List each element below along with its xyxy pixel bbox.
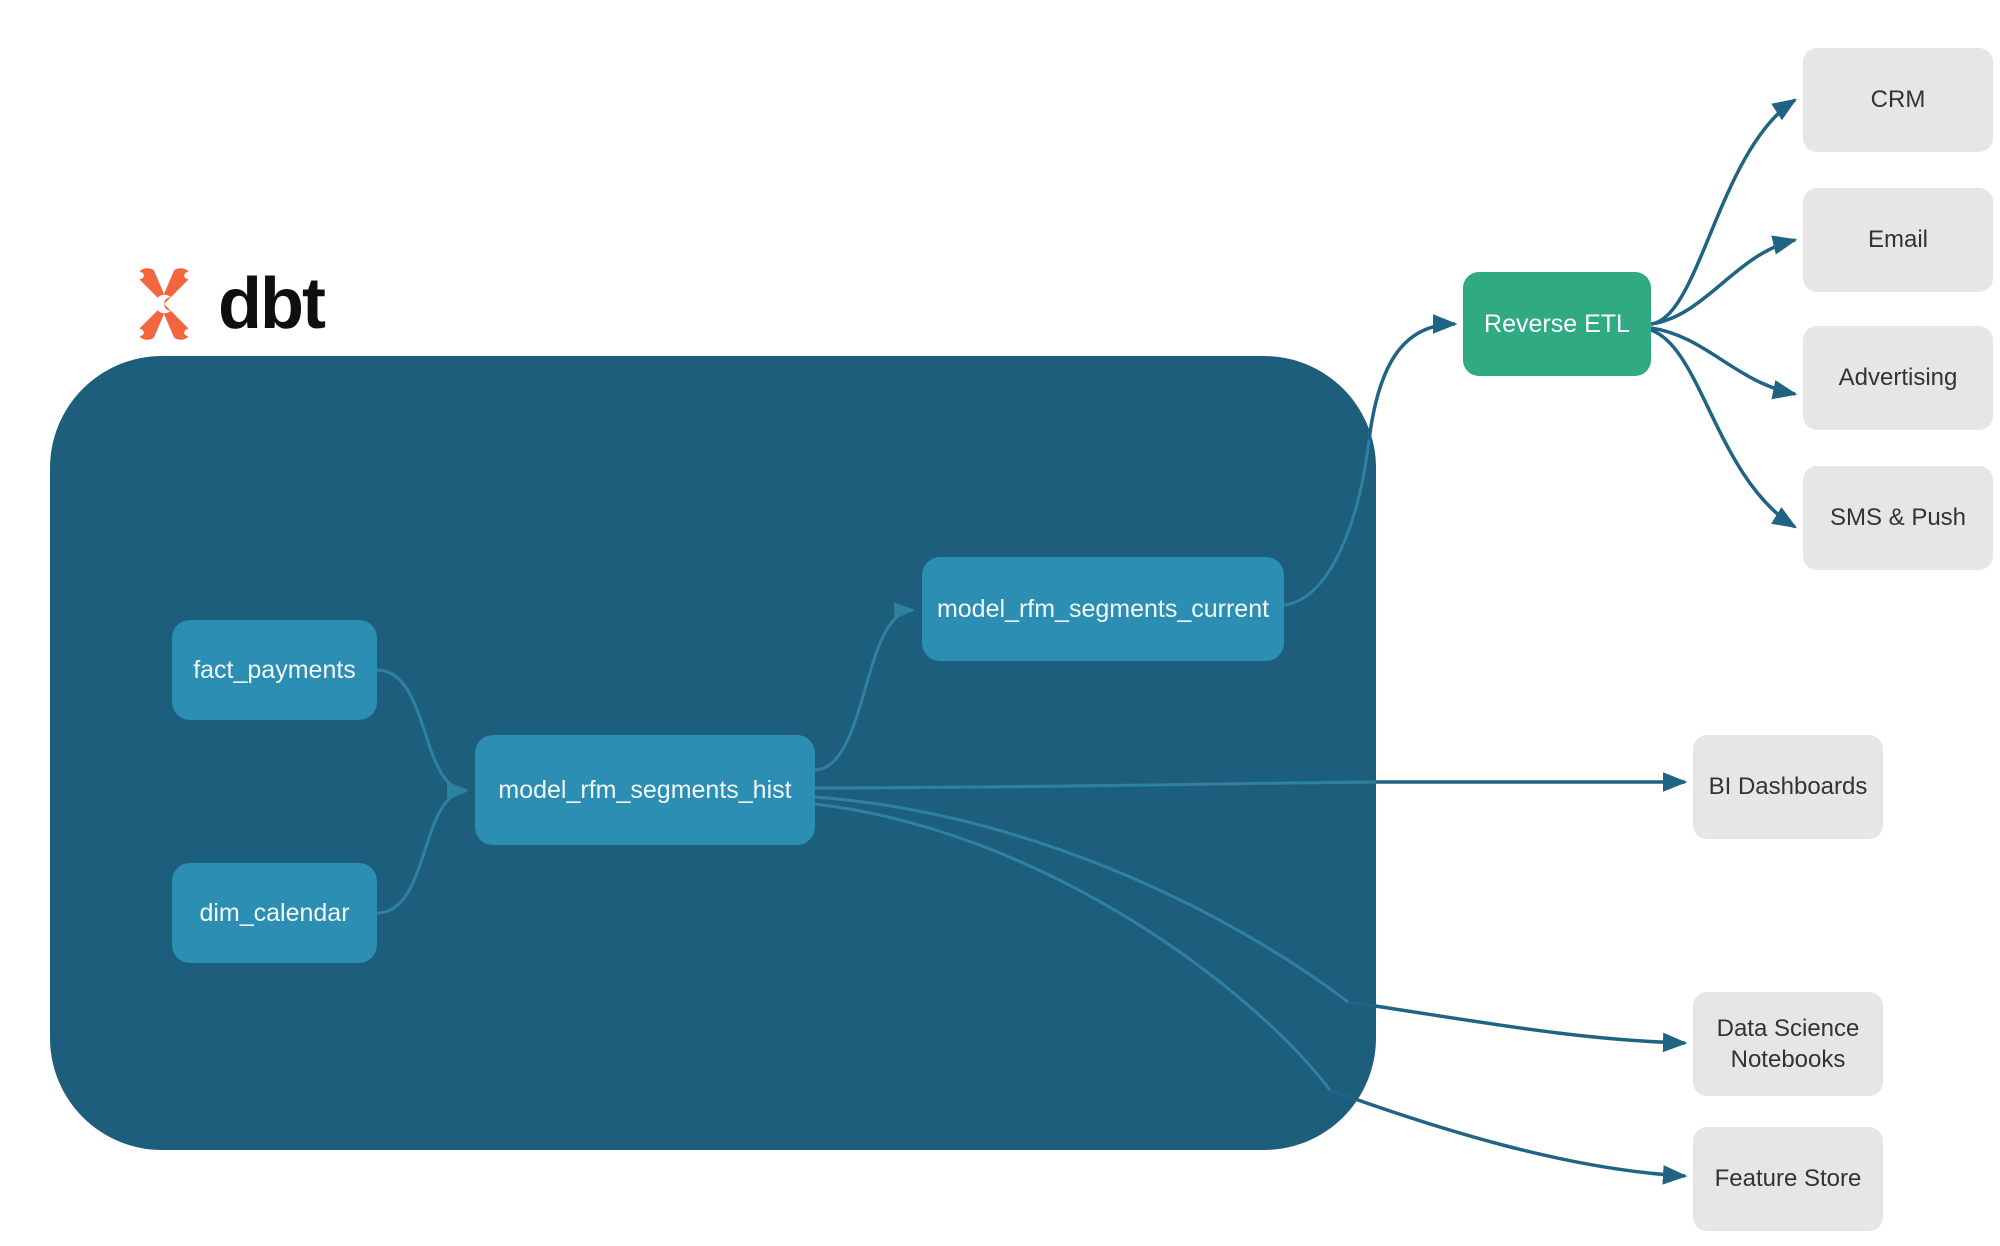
consumer-node-data-science-notebooks[interactable]: Data Science Notebooks <box>1693 992 1883 1096</box>
model-node-label: fact_payments <box>193 655 356 684</box>
edge-reverse-etl-to-crm <box>1650 98 1798 326</box>
model-node-model-rfm-segments-current[interactable]: model_rfm_segments_current <box>922 557 1284 661</box>
edge-reverse-etl-to-advertising <box>1650 326 1798 400</box>
destination-label: SMS & Push <box>1829 504 1967 532</box>
edge-reverse-etl-to-sms-push <box>1650 328 1798 529</box>
destination-node-crm[interactable]: CRM <box>1803 48 1993 152</box>
consumer-label-line1: Data Science <box>1716 1014 1860 1042</box>
consumer-label: Feature Store <box>1714 1165 1862 1193</box>
edge-to-ds-notebooks <box>1347 1000 1688 1053</box>
consumer-node-feature-store[interactable]: Feature Store <box>1693 1127 1883 1231</box>
consumer-label-line2: Notebooks <box>1730 1046 1846 1073</box>
model-node-label: dim_calendar <box>199 898 350 927</box>
dbt-logo: dbt <box>122 258 352 350</box>
destination-node-advertising[interactable]: Advertising <box>1803 326 1993 430</box>
destination-node-sms-push[interactable]: SMS & Push <box>1803 466 1993 570</box>
destination-label: CRM <box>1870 86 1926 114</box>
dbt-x-mark-icon <box>137 268 191 340</box>
destination-label: Advertising <box>1838 364 1958 392</box>
model-node-dim-calendar[interactable]: dim_calendar <box>172 863 377 963</box>
model-node-label: model_rfm_segments_current <box>936 594 1270 623</box>
dbt-wordmark: dbt <box>218 264 326 344</box>
reverse-etl-node[interactable]: Reverse ETL <box>1463 272 1651 376</box>
edge-reverse-etl-to-email <box>1650 235 1798 326</box>
model-node-fact-payments[interactable]: fact_payments <box>172 620 377 720</box>
destination-label: Email <box>1867 226 1928 254</box>
consumer-label: BI Dashboards <box>1708 773 1868 801</box>
model-node-label: model_rfm_segments_hist <box>498 775 792 804</box>
consumer-label: Data Science Notebooks <box>1717 1013 1860 1075</box>
model-node-model-rfm-segments-hist[interactable]: model_rfm_segments_hist <box>475 735 815 845</box>
reverse-etl-label: Reverse ETL <box>1484 309 1630 338</box>
consumer-node-bi-dashboards[interactable]: BI Dashboards <box>1693 735 1883 839</box>
edge-current-to-reverse-etl <box>1367 314 1458 441</box>
destination-node-email[interactable]: Email <box>1803 188 1993 292</box>
edge-to-feature-store <box>1329 1088 1688 1185</box>
